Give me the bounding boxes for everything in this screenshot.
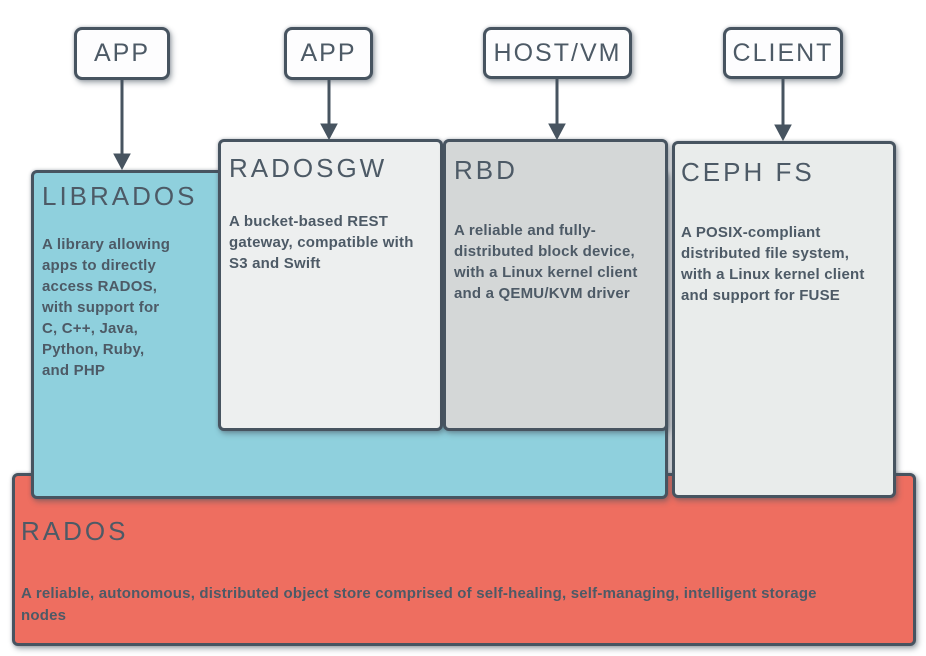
arrow-client-to-cephfs: [774, 79, 792, 142]
cephfs-description: A POSIX-compliant distributed file syste…: [681, 224, 865, 304]
node-host-vm-label: HOST/VM: [493, 38, 622, 67]
node-client: CLIENT: [723, 27, 843, 79]
node-app-1: APP: [74, 27, 170, 80]
cephfs-box: CEPH FS A POSIX-compliant distributed fi…: [672, 141, 896, 498]
arrow-app2-to-radosgw: [320, 80, 338, 141]
arrow-app1-to-librados: [113, 80, 131, 171]
rados-title: RADOS: [21, 516, 129, 546]
radosgw-description: A bucket-based REST gateway, compatible …: [229, 213, 414, 272]
arrow-hostvm-to-rbd: [548, 79, 566, 141]
radosgw-box: RADOSGW A bucket-based REST gateway, com…: [218, 139, 443, 431]
node-app-1-label: APP: [93, 39, 151, 67]
rados-box: RADOS A reliable, autonomous, distribute…: [12, 473, 916, 646]
cephfs-title: CEPH FS: [681, 157, 815, 187]
node-app-2: APP: [284, 27, 373, 80]
node-client-label: CLIENT: [732, 38, 834, 67]
node-host-vm: HOST/VM: [483, 27, 632, 79]
radosgw-title: RADOSGW: [229, 153, 388, 183]
rbd-title: RBD: [454, 155, 518, 185]
librados-description: A library allowing apps to directly acce…: [42, 236, 171, 379]
rbd-box: RBD A reliable and fully- distributed bl…: [443, 139, 668, 431]
rbd-description: A reliable and fully- distributed block …: [454, 222, 638, 302]
rados-description: A reliable, autonomous, distributed obje…: [21, 585, 817, 624]
node-app-2-label: APP: [300, 39, 357, 67]
librados-title: LIBRADOS: [42, 181, 198, 211]
